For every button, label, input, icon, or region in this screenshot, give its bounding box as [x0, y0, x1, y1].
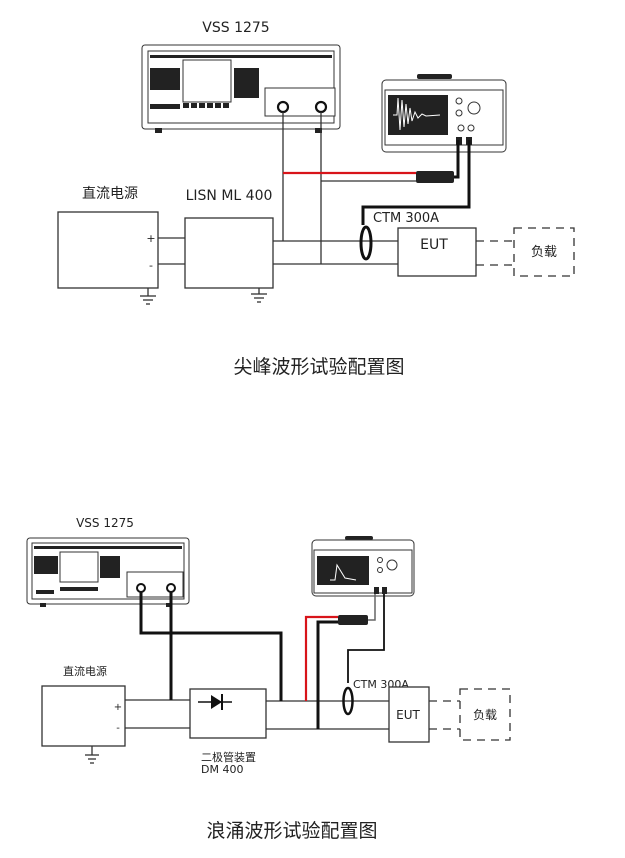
- plus-terminal: +: [114, 702, 122, 713]
- generator-cable-positive: [139, 592, 283, 701]
- output-terminal-positive: [276, 100, 290, 114]
- top-generator-label: VSS 1275: [202, 20, 269, 36]
- top-lisn: [184, 217, 274, 289]
- bottom-generator-vss1275: [26, 537, 190, 607]
- scope-screen: [317, 556, 369, 585]
- bottom-diagram: VSS 1275 直流电源: [26, 516, 511, 842]
- bottom-power-supply: [41, 685, 126, 747]
- bottom-load: [459, 688, 511, 741]
- probe-black-lead: [316, 620, 338, 729]
- generator-buttons: [183, 103, 229, 108]
- top-lisn-label: LISN ML 400: [186, 188, 273, 204]
- top-diagram: VSS 1275: [57, 20, 575, 378]
- diode-model: DM 400: [201, 763, 243, 776]
- probe-cable: [454, 140, 460, 179]
- top-generator-vss1275: [141, 44, 341, 133]
- top-probe-label: CTM 300A: [373, 211, 439, 226]
- ground-symbol: [140, 288, 156, 305]
- bottom-generator-label: VSS 1275: [76, 516, 134, 530]
- probe-red-lead: [304, 615, 338, 701]
- surge-pulse-waveform: [330, 563, 357, 581]
- current-probe-clamp: [342, 686, 354, 716]
- current-probe-cable: [347, 594, 385, 683]
- minus-terminal: -: [116, 723, 120, 734]
- output-terminal-negative: [314, 100, 328, 114]
- bottom-eut: [388, 686, 430, 743]
- diode-icon: [198, 694, 232, 710]
- bottom-eut-label: EUT: [396, 708, 420, 722]
- bottom-load-label: 负载: [473, 708, 497, 722]
- current-probe-clamp: [359, 225, 373, 261]
- plus-terminal: +: [146, 232, 155, 245]
- voltage-probe-body: [416, 171, 454, 183]
- ground-symbol: [251, 288, 267, 303]
- ground-symbol: [85, 746, 99, 764]
- bottom-caption: 浪涌波形试验配置图: [206, 820, 377, 842]
- top-eut-label: EUT: [420, 237, 448, 253]
- top-power-supply: [57, 211, 159, 289]
- diode-label: 二极管装置: [201, 750, 256, 764]
- voltage-probe-body: [338, 615, 368, 625]
- probe-cable: [368, 594, 376, 621]
- bottom-power-supply-label: 直流电源: [63, 664, 107, 678]
- top-eut: [397, 227, 477, 277]
- damped-oscillation-waveform: [393, 97, 441, 131]
- top-caption: 尖峰波形试验配置图: [233, 356, 404, 378]
- current-probe-cable: [361, 140, 471, 225]
- minus-terminal: -: [149, 259, 153, 272]
- diode-device: [189, 688, 267, 739]
- bottom-oscilloscope: [311, 536, 415, 597]
- top-load-label: 负载: [531, 245, 557, 260]
- top-oscilloscope: [381, 74, 507, 153]
- top-power-supply-label: 直流电源: [82, 185, 138, 202]
- top-load: [513, 227, 575, 277]
